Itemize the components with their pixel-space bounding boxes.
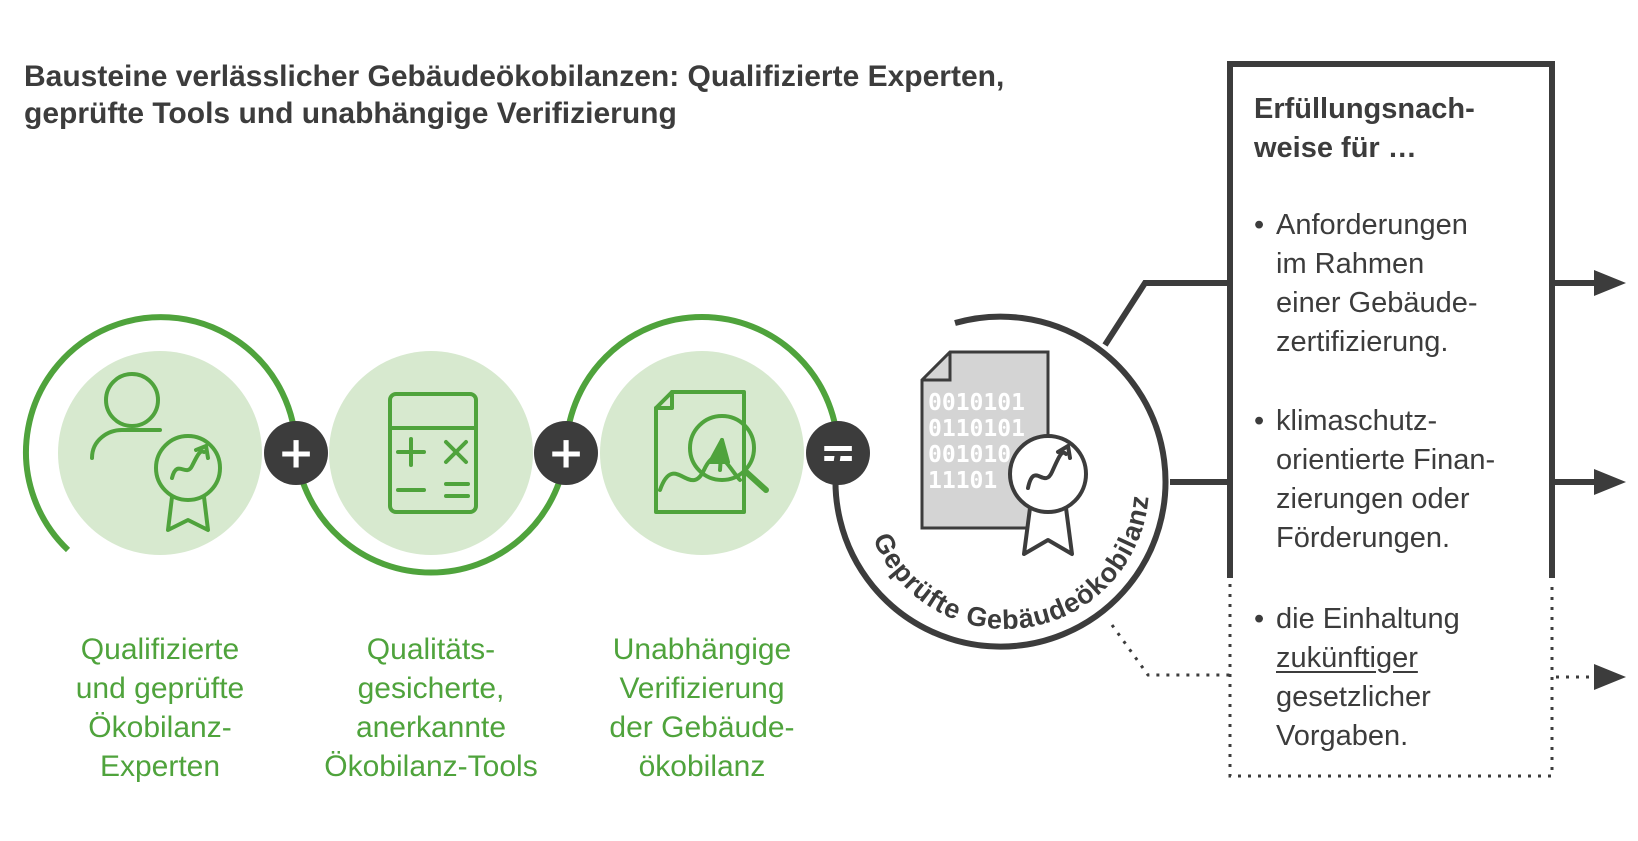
binary-line: 11101 [928, 468, 997, 494]
binary-line: 0010101 [928, 390, 1025, 416]
diagram-title: Bausteine verlässlicher Gebäudeökobilanz… [24, 58, 1104, 132]
title-line-1: Bausteine verlässlicher Gebäudeökobilanz… [24, 60, 1005, 93]
arc-step-1 [23, 314, 300, 553]
output-arrow-2 [1552, 469, 1626, 495]
result-circle-outline [832, 313, 1169, 650]
plus-operator-2: + [534, 421, 598, 485]
output-arrow-3-dotted [1556, 664, 1626, 690]
binary-line: 0110101 [928, 416, 1025, 442]
certified-document-icon: 0010101 0110101 001010 11101 [920, 350, 1088, 556]
binary-line: 001010 [928, 442, 1011, 468]
requirements-box-title: Erfüllungsnach- weise für … [1254, 93, 1475, 164]
document-magnifier-icon [654, 390, 769, 514]
step-1-label: Qualifizierte und geprüfte Ökobilanz- Ex… [75, 633, 245, 783]
plus-operator-1: + [264, 421, 328, 485]
arc-step-2 [293, 452, 569, 576]
bullet-dot: • [1254, 405, 1265, 437]
arc-step-3 [563, 314, 841, 454]
bullet-dot: • [1254, 209, 1265, 241]
step-3-circle [600, 351, 804, 555]
requirements-box-solid [1227, 61, 1555, 578]
step-3-label: Unabhängige Verifizierung der Gebäude- ö… [609, 633, 795, 783]
step-2-label: Qualitäts- gesicherte, anerkannte Ökobil… [324, 633, 538, 783]
connector-line-3-dotted [1110, 624, 1230, 677]
svg-text:+: + [548, 428, 585, 479]
requirements-box-dotted [1228, 584, 1554, 778]
calculator-icon [388, 392, 478, 514]
step-2-circle [329, 351, 533, 555]
expert-with-badge-icon [90, 372, 222, 532]
bullet-dot: • [1254, 603, 1265, 635]
svg-text:+: + [278, 428, 315, 479]
title-line-2: geprüfte Tools und unabhängige Verifizie… [24, 97, 677, 130]
output-arrow-1 [1552, 270, 1626, 296]
connector-line-1 [1102, 280, 1230, 347]
